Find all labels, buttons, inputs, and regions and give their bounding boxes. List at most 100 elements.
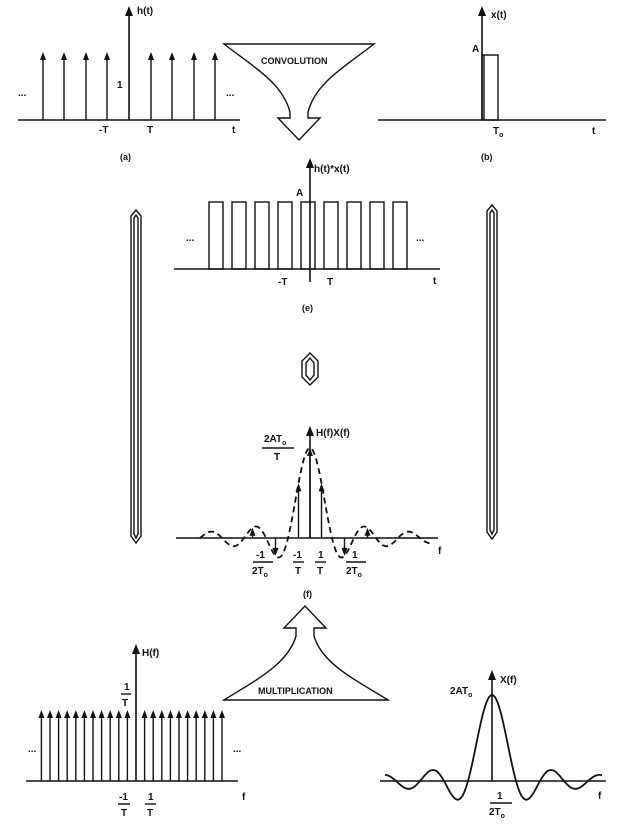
panel-e-caption: (e) bbox=[302, 303, 313, 313]
panel-c-tick-pos-den: T bbox=[147, 808, 153, 819]
panel-a-impulse-5-head bbox=[169, 52, 175, 60]
panel-a-ellipsis-right: ... bbox=[226, 88, 235, 99]
convolution-label: CONVOLUTION bbox=[261, 56, 328, 66]
panel-e-pulse-2 bbox=[254, 201, 270, 270]
panel-e-pulse-6 bbox=[346, 201, 362, 270]
convolution-arrow: CONVOLUTION bbox=[221, 43, 377, 142]
panel-e-axis-arrow bbox=[306, 158, 314, 168]
panel-c-impulse-15-head bbox=[167, 710, 174, 718]
panel-e-tick-pos: T bbox=[327, 277, 333, 288]
panel-a-impulse-3-head bbox=[104, 52, 110, 60]
fourier-pair-bar-left bbox=[130, 208, 142, 545]
fourier-pair-bar-right bbox=[486, 203, 498, 541]
panel-a-height-label: 1 bbox=[117, 80, 123, 91]
panel-e-pulse-8 bbox=[392, 201, 408, 270]
panel-e-xlabel: t bbox=[433, 276, 437, 287]
panel-c-impulse-9-head bbox=[115, 710, 122, 718]
panel-c-impulse-12-head bbox=[141, 710, 148, 718]
panel-f-sample-5-head bbox=[272, 547, 279, 556]
panel-a-impulse-4-head bbox=[148, 52, 154, 60]
panel-d-peak: 2ATo bbox=[450, 686, 472, 699]
panel-f-caption: (f) bbox=[303, 589, 312, 599]
panel-d-sinc-spectrum: X(f) 2ATo 1 2To f bbox=[380, 670, 606, 820]
panel-c-tick-neg-den: T bbox=[121, 808, 127, 819]
panel-c-impulse-6-head bbox=[90, 710, 96, 718]
panel-c-axis-arrow bbox=[132, 644, 140, 654]
panel-e-pulse-train: h(t)*x(t) A -T T t ... ... (e) bbox=[174, 158, 440, 313]
panel-f-tick-m2-num: -1 bbox=[256, 550, 265, 561]
panel-f-samples bbox=[249, 448, 371, 556]
panel-a-ellipsis-left: ... bbox=[18, 88, 27, 99]
panel-c-impulse-4-head bbox=[72, 710, 79, 718]
panel-f-sinc-envelope bbox=[199, 447, 433, 559]
panel-f-tick-p2-den: 2To bbox=[346, 566, 362, 579]
panel-f-spectrum-product: H(f)X(f) 2ATo T -1 2To -1 T 1 T 1 2To f … bbox=[176, 426, 442, 599]
panel-f-sample-7-head bbox=[295, 483, 302, 492]
panel-a-impulse-0-head bbox=[40, 52, 46, 60]
panel-f-axis-arrow bbox=[306, 426, 314, 436]
panel-c-height-den: T bbox=[122, 698, 128, 709]
panel-f-tick-m1-den: T bbox=[295, 566, 301, 577]
panel-f-tick-p2-num: 1 bbox=[352, 550, 358, 561]
fourier-pair-center-symbol bbox=[301, 352, 319, 386]
panel-c-impulse-0-head bbox=[38, 710, 45, 718]
panel-f-peak-num: 2ATo bbox=[264, 434, 286, 447]
panel-b-ylabel: x(t) bbox=[491, 10, 507, 21]
panel-a-tick-neg: -T bbox=[99, 125, 108, 136]
panel-f-tick-p1-num: 1 bbox=[318, 550, 324, 561]
panel-c-impulse-18-head bbox=[193, 710, 200, 718]
panel-c-ellipsis-left: ... bbox=[28, 744, 37, 755]
panel-f-sample-8-head bbox=[307, 448, 313, 456]
panel-e-ylabel: h(t)*x(t) bbox=[314, 164, 350, 175]
panel-e-ellipsis-right: ... bbox=[416, 233, 425, 244]
panel-a-caption: (a) bbox=[120, 152, 131, 162]
panel-c-spectral-impulses: H(f) 1 T -1 T 1 T f ... ... bbox=[26, 644, 246, 819]
panel-f-sample-9-head bbox=[318, 483, 325, 492]
panel-c-impulse-10-head bbox=[124, 710, 131, 718]
panel-c-impulse-8-head bbox=[107, 710, 114, 718]
panel-a-impulse-train: h(t) 1 -T T t ... ... (a) bbox=[18, 6, 240, 162]
panel-c-impulse-1-head bbox=[47, 710, 53, 718]
multiplication-arrow: MULTIPLICATION bbox=[221, 604, 391, 701]
panel-e-amp-label: A bbox=[296, 188, 303, 199]
panel-c-impulse-3-head bbox=[64, 710, 71, 718]
panel-a-impulse-2-head bbox=[83, 52, 89, 60]
panel-c-impulse-19-head bbox=[201, 710, 208, 718]
panel-c-impulses bbox=[38, 710, 225, 781]
panel-c-tick-pos-num: 1 bbox=[148, 792, 154, 803]
panel-f-xlabel: f bbox=[438, 546, 442, 557]
panel-e-pulse-7 bbox=[369, 201, 385, 270]
panel-b-axis-arrow bbox=[478, 6, 486, 16]
panel-d-xlabel: f bbox=[598, 791, 602, 802]
panel-c-impulse-13-head bbox=[150, 710, 157, 718]
panel-d-tick-num: 1 bbox=[497, 791, 503, 802]
panel-e-pulse-4 bbox=[300, 201, 316, 270]
panel-c-ylabel: H(f) bbox=[142, 648, 159, 659]
panel-c-impulse-21-head bbox=[219, 710, 225, 718]
panel-c-tick-neg-num: -1 bbox=[119, 792, 128, 803]
panel-b-pulse: x(t) A To t (b) bbox=[378, 6, 606, 162]
panel-b-amp-label: A bbox=[472, 44, 479, 55]
panel-f-sample-3-head bbox=[249, 527, 256, 536]
panel-e-pulse-5 bbox=[323, 201, 339, 270]
panel-b-tick: To bbox=[493, 126, 503, 139]
panel-b-xlabel: t bbox=[592, 126, 596, 137]
panel-c-impulse-20-head bbox=[210, 710, 217, 718]
panel-a-impulse-6-head bbox=[191, 52, 197, 60]
panel-a-ylabel: h(t) bbox=[137, 6, 153, 17]
panel-e-pulses bbox=[208, 201, 408, 270]
panel-c-impulse-14-head bbox=[158, 710, 165, 718]
panel-c-impulse-2-head bbox=[55, 710, 62, 718]
panel-c-height-num: 1 bbox=[124, 682, 130, 693]
panel-d-sinc-curve bbox=[384, 694, 603, 801]
panel-c-impulse-7-head bbox=[98, 710, 105, 718]
panel-a-xlabel: t bbox=[232, 125, 236, 136]
panel-a-impulse-7-head bbox=[212, 52, 218, 60]
panel-e-pulse-0 bbox=[208, 201, 224, 270]
panel-e-tick-neg: -T bbox=[278, 277, 287, 288]
panel-f-tick-m1-num: -1 bbox=[293, 550, 302, 561]
panel-e-ellipsis-left: ... bbox=[186, 233, 195, 244]
panel-c-impulse-17-head bbox=[184, 710, 191, 718]
panel-a-impulse-1-head bbox=[61, 52, 67, 60]
panel-d-tick-den: 2To bbox=[489, 807, 505, 820]
